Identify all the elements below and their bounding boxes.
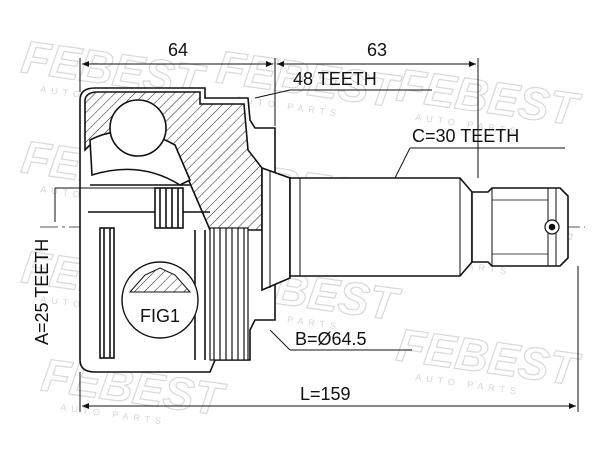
abs-tooth-ring [209, 227, 249, 361]
abs-diameter-label: B=Ø64.5 [295, 329, 367, 349]
dimension-labels: 64 63 48 TEETH C=30 TEETH B=Ø64.5 L=159 … [32, 40, 519, 404]
dimension-lines [54, 58, 579, 412]
overall-length-label: L=159 [300, 384, 351, 404]
ball-bearing [109, 99, 167, 157]
stub-shaft [289, 177, 569, 277]
teeth-spline-label: C=30 TEETH [412, 126, 519, 146]
neck-section [261, 166, 291, 292]
fig1-callout: FIG1 [121, 261, 199, 339]
teeth-outer-label: 48 TEETH [293, 69, 377, 89]
fig1-label: FIG1 [140, 306, 180, 326]
dim-top-left: 64 [168, 40, 188, 60]
dim-top-right: 63 [367, 40, 387, 60]
teeth-inner-label: A=25 TEETH [32, 239, 52, 345]
